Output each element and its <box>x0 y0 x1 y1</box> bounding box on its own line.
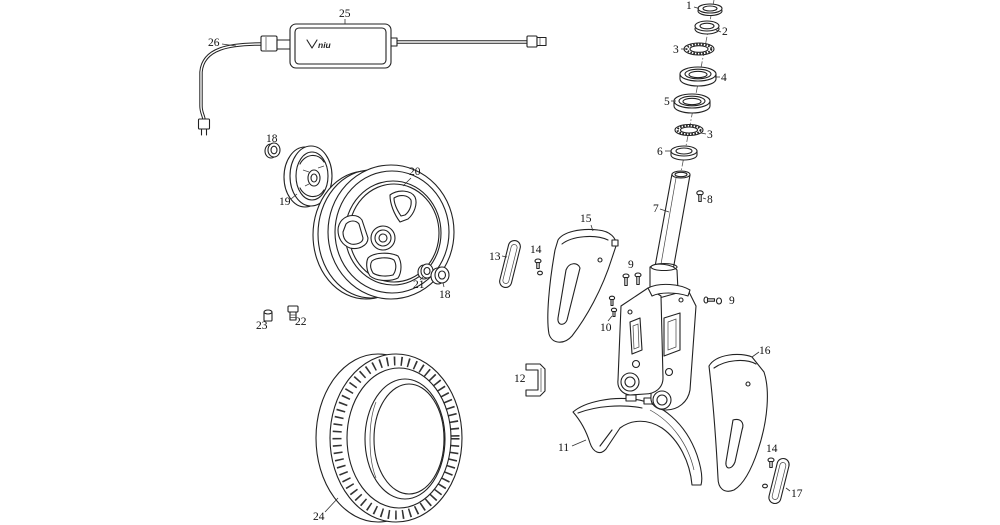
part-22-valve <box>287 305 299 321</box>
part-12-bracket <box>525 363 546 397</box>
callout-15: 15 <box>580 213 592 225</box>
callout-5: 5 <box>664 96 670 108</box>
callout-18-right: 18 <box>439 289 451 301</box>
charger-body <box>289 23 392 69</box>
part-14-screw-right <box>762 457 775 489</box>
callout-17: 17 <box>791 488 803 500</box>
callout-4: 4 <box>721 72 727 84</box>
callout-8: 8 <box>707 194 713 206</box>
fork-assembly <box>617 262 697 411</box>
rim-window-lower <box>366 252 402 281</box>
callout-25: 25 <box>339 8 351 20</box>
part-5-cup <box>673 93 711 114</box>
callout-14-left: 14 <box>530 244 542 256</box>
part-18-cap-right <box>430 266 450 285</box>
part-9-bolts-left <box>622 272 642 287</box>
callout-labels: 1 2 3 4 5 3 6 7 8 9 9 10 11 12 13 14 14 … <box>208 0 803 523</box>
part-6-ring <box>670 145 698 161</box>
callout-6: 6 <box>657 146 663 158</box>
part-16-right-cover <box>708 353 768 492</box>
callout-21: 21 <box>413 279 425 291</box>
callout-1: 1 <box>686 0 692 12</box>
part-1-ring <box>697 3 723 17</box>
part-9-bolts-right <box>703 296 723 305</box>
part-18-cap-left <box>264 142 281 159</box>
charger-cable <box>197 35 547 136</box>
callout-24: 24 <box>313 511 325 523</box>
part-4-cup <box>679 66 717 87</box>
part-2-ring <box>694 20 720 35</box>
fork-crown <box>647 283 691 297</box>
tire-bead-opening <box>364 378 446 500</box>
part-24-tire <box>315 353 463 523</box>
callout-9-left: 9 <box>628 259 634 271</box>
callout-26: 26 <box>208 37 220 49</box>
callout-22: 22 <box>295 316 307 328</box>
inline-connector <box>260 35 278 52</box>
callout-19: 19 <box>279 196 291 208</box>
charger: niu <box>289 23 398 69</box>
callout-13: 13 <box>489 251 501 263</box>
callout-2: 2 <box>722 26 728 38</box>
part-7-steerer-tube <box>653 170 691 277</box>
callout-3-upper: 3 <box>673 44 679 56</box>
callout-7: 7 <box>653 203 659 215</box>
part-15-left-cover <box>547 228 619 343</box>
part-8-bolt <box>696 190 704 203</box>
part-13-reflector <box>499 239 521 289</box>
part-3-bearing-upper <box>683 42 715 56</box>
callout-9-right: 9 <box>729 295 735 307</box>
part-17-reflector <box>768 457 790 505</box>
callout-10: 10 <box>600 322 612 334</box>
callout-12: 12 <box>514 373 526 385</box>
callout-3-lower: 3 <box>707 129 713 141</box>
callout-18-left: 18 <box>266 133 278 145</box>
callout-16: 16 <box>759 345 771 357</box>
part-10-screws <box>608 295 618 318</box>
tire-tread <box>332 356 460 520</box>
callout-14-right: 14 <box>766 443 778 455</box>
output-connector <box>526 35 538 48</box>
mains-plug <box>197 118 211 130</box>
charger-logo-text: niu <box>318 40 332 50</box>
part-19-brake-drum <box>283 145 333 208</box>
part-14-screw-left <box>534 258 543 276</box>
leader-lines <box>221 6 791 513</box>
charger-logo: niu <box>306 39 332 50</box>
part-21-nut <box>417 263 434 280</box>
callout-20: 20 <box>409 166 421 178</box>
part-3-bearing-lower <box>674 123 704 137</box>
part-23-valve-cap <box>263 309 273 322</box>
callout-11: 11 <box>558 442 569 454</box>
fork-left-leg <box>617 287 664 396</box>
part-11-fender <box>572 394 703 486</box>
callout-23: 23 <box>256 320 268 332</box>
